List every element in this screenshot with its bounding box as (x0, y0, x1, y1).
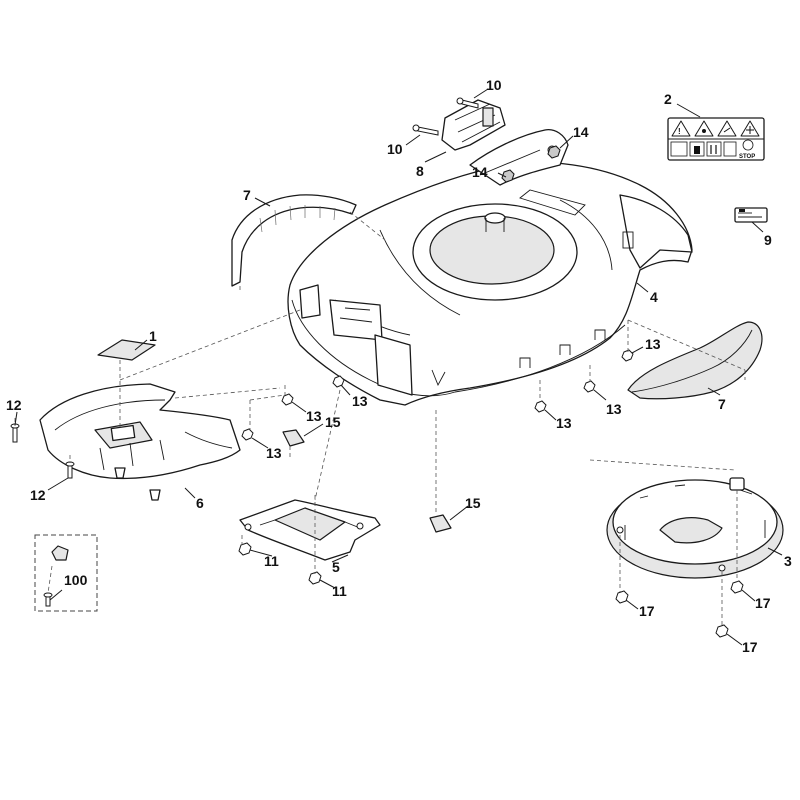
callout-17-left: 17 (639, 603, 655, 619)
screw-17c[interactable] (715, 624, 729, 638)
callout-1: 1 (149, 328, 157, 344)
screw-17b[interactable] (730, 580, 744, 594)
screw-13b[interactable] (281, 393, 294, 406)
screw-13f[interactable] (534, 400, 547, 413)
clip-15a[interactable] (282, 429, 305, 447)
callout-7-bumper-left: 7 (243, 187, 251, 203)
screw-11b[interactable] (308, 571, 322, 585)
screw-13d[interactable] (621, 349, 634, 362)
callout-13-e: 13 (606, 401, 622, 417)
callout-13-c: 13 (266, 445, 282, 461)
stop-icon: STOP (739, 139, 755, 160)
callout-12-top: 12 (6, 397, 22, 413)
callout-8: 8 (416, 163, 424, 179)
screw-13a[interactable] (332, 375, 345, 388)
callout-100: 100 (64, 572, 88, 588)
nut-14b[interactable] (501, 169, 515, 183)
screw-12b[interactable] (65, 461, 75, 479)
cover-plate[interactable] (97, 339, 156, 361)
callout-7-bumper-right: 7 (718, 396, 726, 412)
callout-5: 5 (332, 559, 340, 575)
warning-label[interactable]: ! STOP (667, 117, 765, 161)
instruction-icons (670, 141, 737, 157)
kit-100-box[interactable] (34, 534, 98, 612)
callout-13-f: 13 (556, 415, 572, 431)
svg-text:!: ! (678, 127, 681, 136)
callout-4: 4 (650, 289, 658, 305)
callout-12-bottom: 12 (30, 487, 46, 503)
nut-14a[interactable] (547, 145, 561, 159)
callout-11-bottom: 11 (332, 583, 347, 599)
bumper-right[interactable] (627, 321, 763, 400)
callout-6: 6 (196, 495, 204, 511)
callout-13-b: 13 (306, 408, 322, 424)
type-label[interactable] (734, 207, 768, 223)
assembly-lines (14, 211, 746, 626)
clip-15b[interactable] (429, 514, 452, 533)
callout-labels: 1 2 3 4 5 6 7 7 8 9 10 10 11 11 12 12 13… (6, 77, 792, 655)
screw-10b[interactable] (412, 124, 439, 136)
callout-15-left: 15 (325, 414, 341, 430)
front-baffle[interactable] (39, 383, 241, 501)
warning-triangle-icons: ! (671, 120, 760, 137)
mower-deck-housing[interactable] (287, 129, 693, 406)
callout-17-right: 17 (755, 595, 771, 611)
stop-label: STOP (739, 154, 755, 160)
leader-lines (14, 88, 783, 646)
callout-17-bottom: 17 (742, 639, 758, 655)
callout-15-mid: 15 (465, 495, 481, 511)
callout-10-left: 10 (387, 141, 403, 157)
screw-12a[interactable] (10, 423, 20, 443)
screw-13e[interactable] (583, 380, 596, 393)
callout-13-d: 13 (645, 336, 661, 352)
callout-10-top: 10 (486, 77, 502, 93)
callout-13-a: 13 (352, 393, 368, 409)
callout-3: 3 (784, 553, 792, 569)
screw-10a[interactable] (456, 97, 479, 109)
screw-17a[interactable] (615, 590, 629, 604)
callout-2: 2 (664, 91, 672, 107)
blade-cover[interactable] (606, 477, 784, 579)
screw-11a[interactable] (238, 542, 252, 556)
callout-9: 9 (764, 232, 772, 248)
screw-13c[interactable] (241, 428, 254, 441)
callout-14-top: 14 (573, 124, 589, 140)
handle-bracket[interactable] (441, 99, 506, 151)
callout-14-mid: 14 (472, 164, 488, 180)
lower-plate[interactable] (239, 499, 381, 561)
callout-11-left: 11 (264, 553, 279, 569)
